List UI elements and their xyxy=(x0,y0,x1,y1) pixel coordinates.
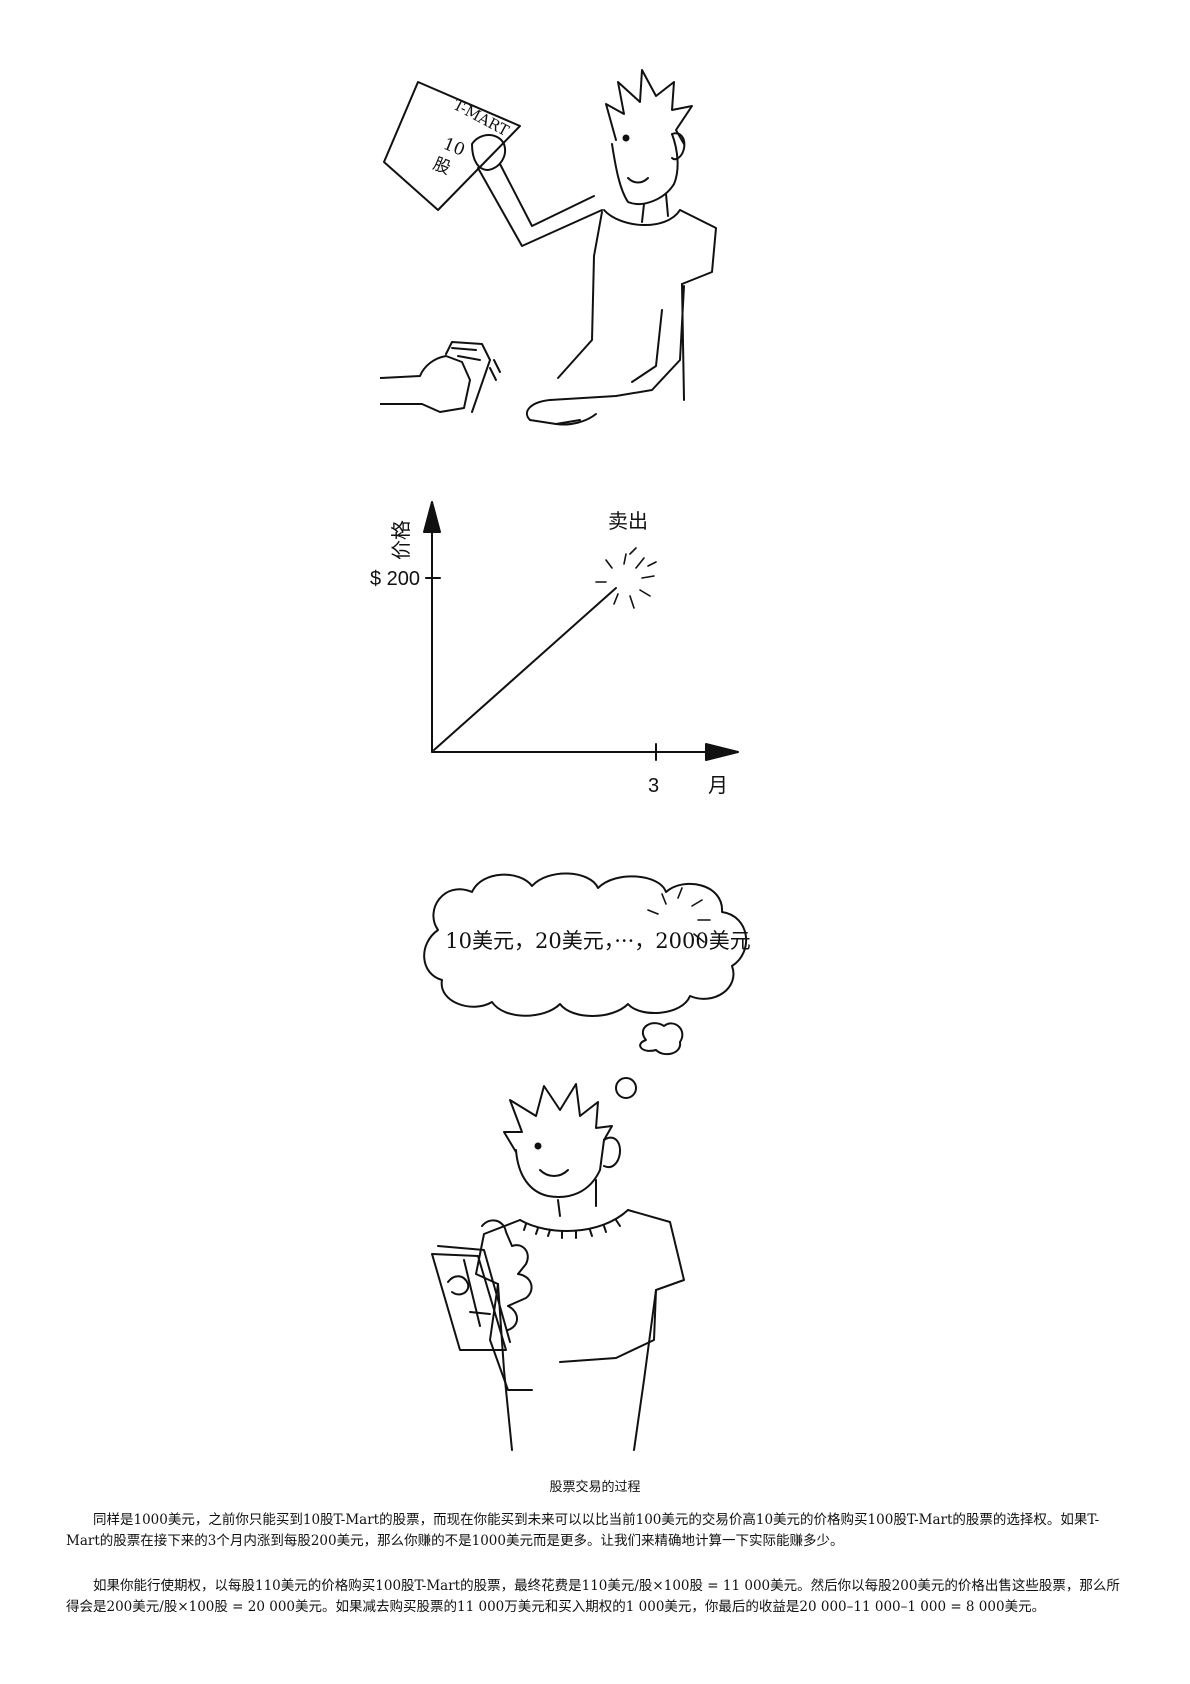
y-axis-arrow xyxy=(423,501,441,533)
price-trend-line xyxy=(433,587,617,751)
illustration-man-with-certificate: T-MART 10 股 xyxy=(380,69,717,426)
cash-stack-drawing xyxy=(431,1219,533,1351)
thought-text: 10美元，20美元，···，2000美元 xyxy=(445,929,750,953)
thought-cloud xyxy=(423,872,748,1017)
x-tick-label: 3 xyxy=(648,775,659,797)
x-axis-label: 月 xyxy=(708,773,728,797)
hand-with-cash-drawing xyxy=(380,341,501,413)
y-axis-label: 价格 xyxy=(389,520,413,560)
body-paragraph-2: 如果你能行使期权，以每股110美元的价格购买100股T-Mart的股票，最终花费… xyxy=(66,1578,1120,1615)
cloud-sparkle xyxy=(647,887,711,943)
certificate-unit: 股 xyxy=(430,154,453,179)
x-axis-arrow xyxy=(705,743,739,761)
body-paragraph-1: 同样是1000美元，之前你只能买到10股T-Mart的股票，而现在你能买到未来可… xyxy=(66,1512,1100,1549)
sell-annotation: 卖出 xyxy=(608,509,648,533)
price-sketch-chart: 价格 月 $ 200 3 卖出 xyxy=(370,501,739,797)
sell-point-sparkle xyxy=(595,547,657,609)
stock-certificate-drawing: T-MART 10 股 xyxy=(383,81,521,211)
illustration-man-counting-cash: 10美元，20美元，···，2000美元 xyxy=(423,872,751,1451)
y-tick-label: $ 200 xyxy=(370,568,420,590)
figure-caption: 股票交易的过程 xyxy=(549,1480,641,1495)
